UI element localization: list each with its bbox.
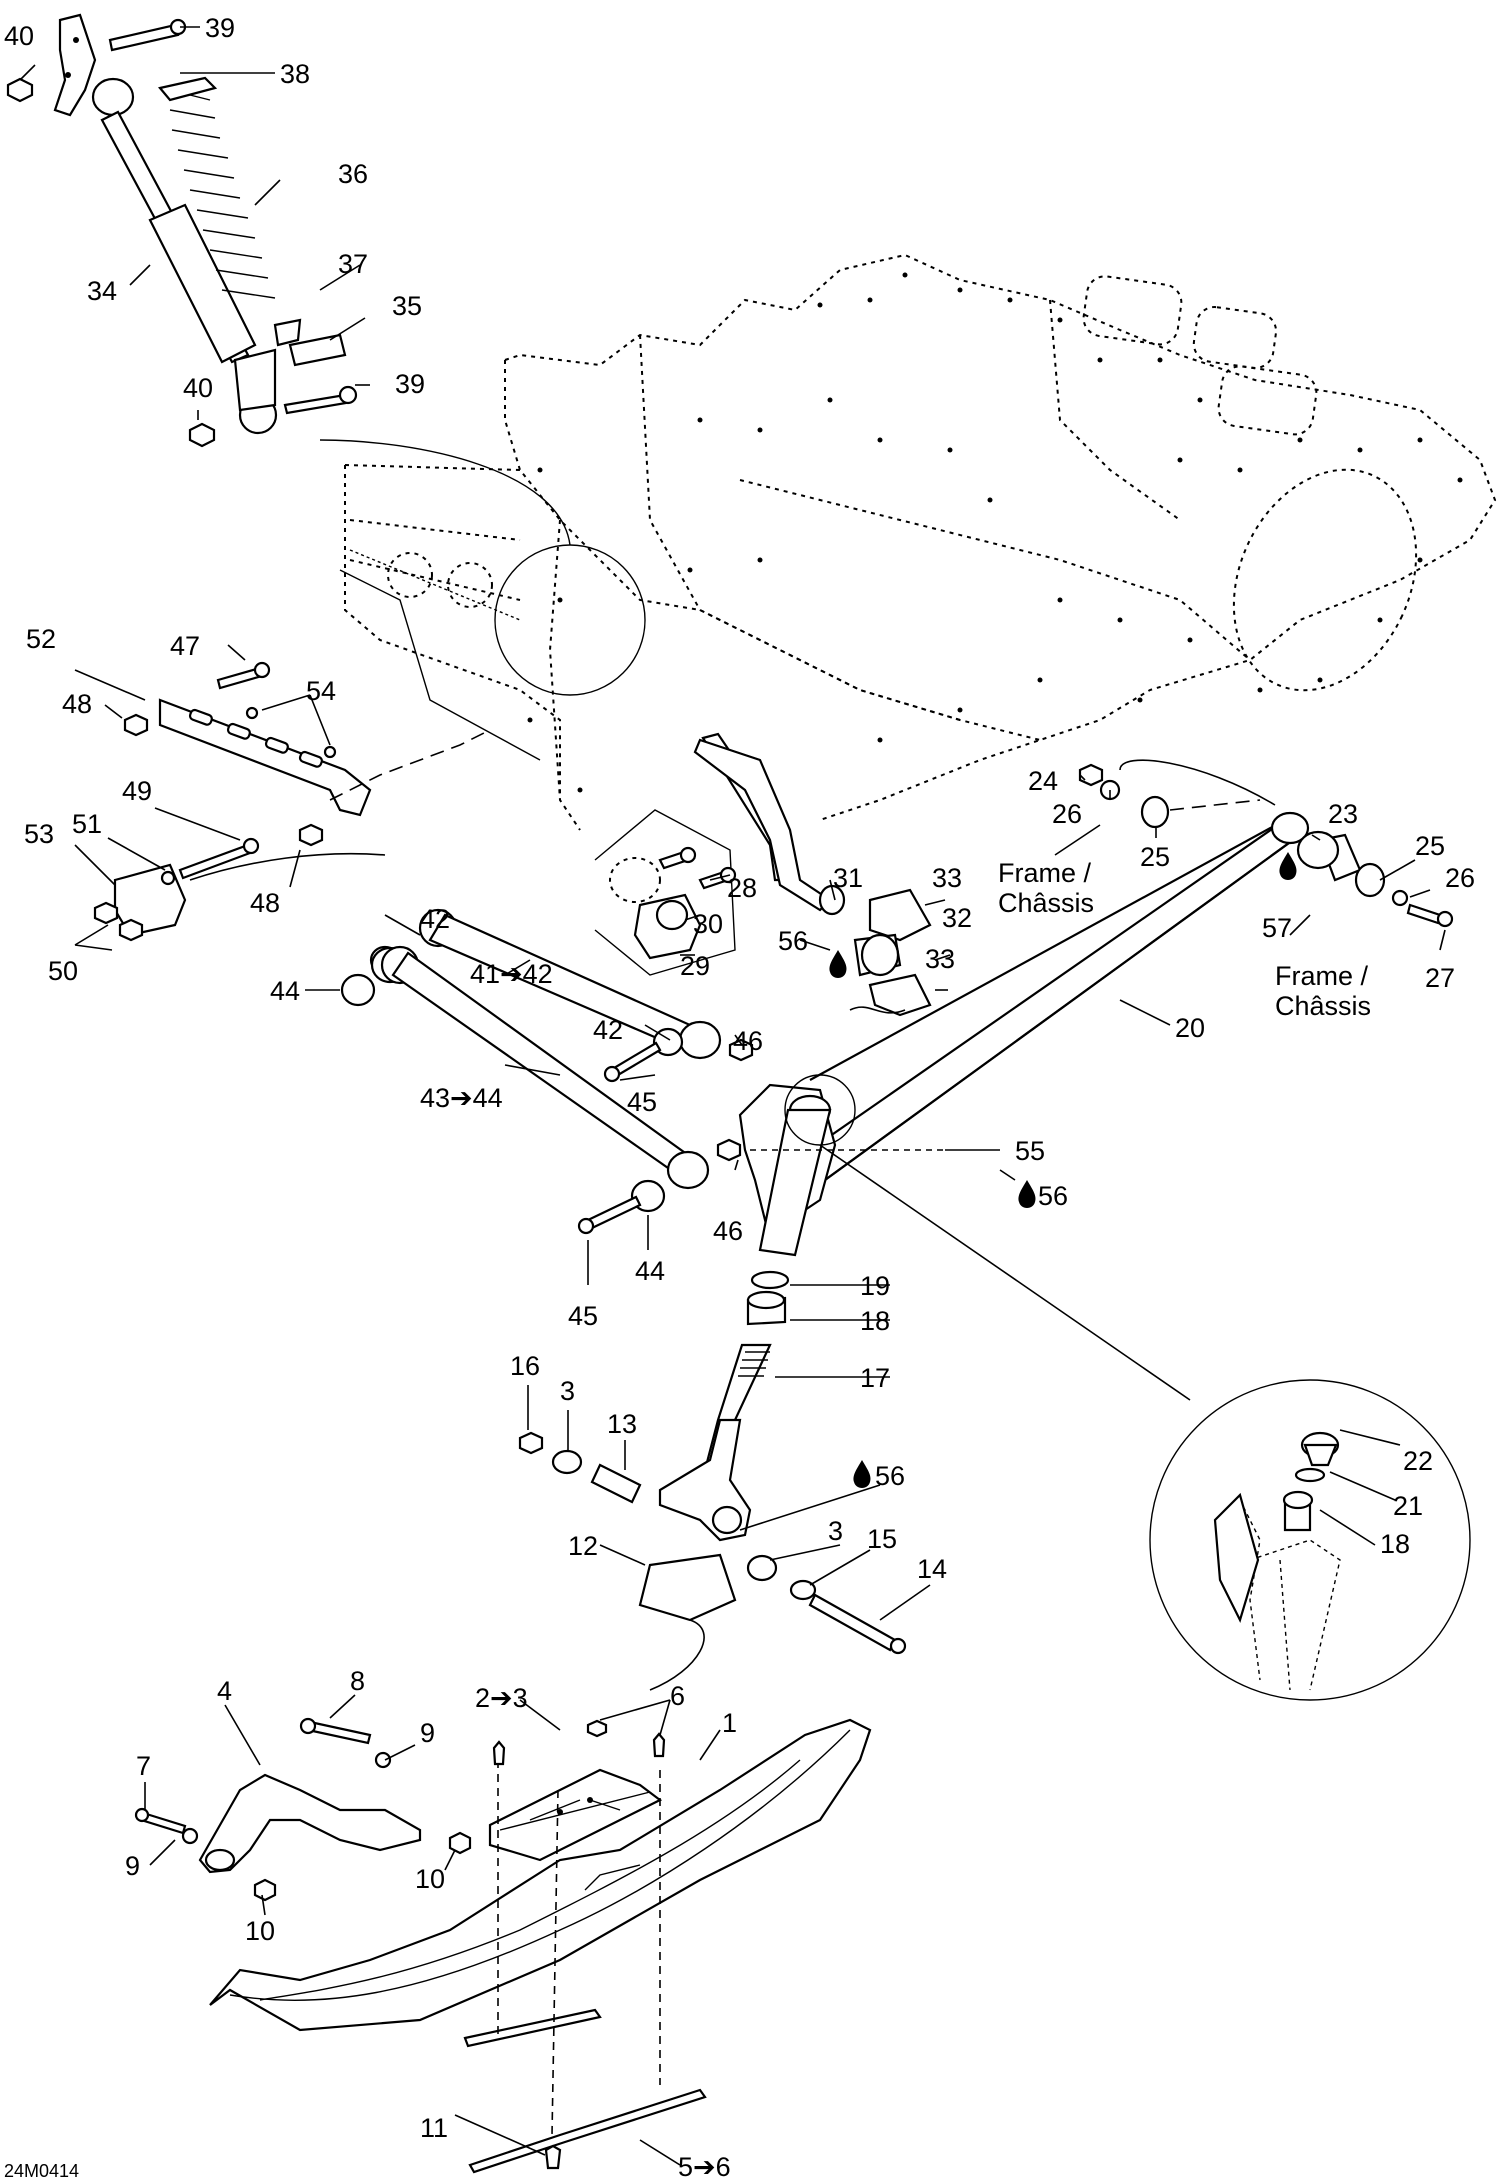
callout-label: 41➔42 — [470, 959, 553, 989]
oil-drop-icon — [1018, 1180, 1036, 1208]
callout-label: 10 — [415, 1864, 445, 1894]
callout-label: 12 — [568, 1531, 598, 1561]
ski-assembly — [134, 1717, 872, 2174]
callout-label: 56 — [875, 1461, 905, 1491]
callout-label: 35 — [392, 291, 422, 321]
callout-label: 43➔44 — [420, 1083, 503, 1113]
callout-label: 9 — [125, 1851, 140, 1881]
frame-label: Châssis — [1275, 991, 1371, 1021]
callout-label: 49 — [122, 776, 152, 806]
callout-label: 23 — [1328, 799, 1358, 829]
oil-drop-icon — [829, 950, 847, 978]
callout-label: 45 — [627, 1087, 657, 1117]
callout-label: 21 — [1393, 1491, 1423, 1521]
callout-label: 26 — [1052, 799, 1082, 829]
callout-label: 56 — [778, 926, 808, 956]
callout-label: 31 — [833, 863, 863, 893]
detail-view — [1149, 1379, 1471, 1701]
callout-label: 50 — [48, 956, 78, 986]
callout-label: 7 — [136, 1751, 151, 1781]
callout-label: 55 — [1015, 1136, 1045, 1166]
callout-label: 15 — [867, 1524, 897, 1554]
shock-absorber-assembly — [6, 13, 358, 448]
spindle-assembly — [518, 1270, 907, 1691]
callout-label: 42 — [420, 904, 450, 934]
callout-label: 40 — [183, 373, 213, 403]
callout-label: 53 — [24, 819, 54, 849]
callout-label: 47 — [170, 631, 200, 661]
callout-label: 16 — [510, 1351, 540, 1381]
oil-drop-icon — [1279, 852, 1297, 880]
callout-label: 29 — [680, 951, 710, 981]
callout-label: 10 — [245, 1916, 275, 1946]
callout-label: 1 — [722, 1708, 737, 1738]
callout-label: 8 — [350, 1666, 365, 1696]
callout-label: 30 — [693, 909, 723, 939]
callout-label: 32 — [942, 903, 972, 933]
diagram-code: 24M0414 — [4, 2161, 79, 2181]
chassis-frame — [319, 253, 1497, 903]
front-bracket-assembly — [93, 661, 491, 942]
callout-label: 18 — [860, 1306, 890, 1336]
callout-label: 52 — [26, 624, 56, 654]
callout-label: 51 — [72, 809, 102, 839]
callout-label: 45 — [568, 1301, 598, 1331]
callout-label: 44 — [635, 1256, 665, 1286]
callout-label: 36 — [338, 159, 368, 189]
callout-label: 56 — [1038, 1181, 1068, 1211]
callout-label: 54 — [306, 676, 336, 706]
callout-label: 28 — [727, 873, 757, 903]
callout-label: 34 — [87, 276, 117, 306]
callout-label: 44 — [270, 976, 300, 1006]
callout-label: 46 — [733, 1026, 763, 1056]
callout-label: 20 — [1175, 1013, 1205, 1043]
frame-label: Frame / — [1275, 961, 1369, 991]
callout-label: 17 — [860, 1363, 890, 1393]
callout-label: 25 — [1415, 831, 1445, 861]
frame-label: Frame / — [998, 858, 1092, 888]
callout-label: 48 — [250, 888, 280, 918]
callout-label: 24 — [1028, 766, 1058, 796]
callout-label: 14 — [917, 1554, 947, 1584]
callout-label: 33 — [932, 863, 962, 893]
callout-label: 11 — [420, 2113, 448, 2143]
callout-label: 33 — [925, 944, 955, 974]
callout-label: 40 — [4, 21, 34, 51]
callout-label: 4 — [217, 1676, 232, 1706]
leader-lines — [19, 26, 1446, 2166]
callout-label: 3 — [828, 1516, 843, 1546]
radius-rods — [340, 908, 754, 1235]
callout-label: 25 — [1140, 842, 1170, 872]
callout-label: 13 — [607, 1409, 637, 1439]
stabilizer-link — [594, 738, 932, 1017]
callout-label: 2➔3 — [475, 1683, 528, 1713]
callout-label: 6 — [670, 1681, 685, 1711]
callout-label: 37 — [338, 249, 368, 279]
callout-label: 42 — [593, 1015, 623, 1045]
callout-label: 5➔6 — [678, 2152, 731, 2182]
callout-label: 48 — [62, 689, 92, 719]
callout-label: 19 — [860, 1271, 890, 1301]
callout-label: 9 — [420, 1718, 435, 1748]
callout-label: 27 — [1425, 963, 1455, 993]
callout-label: 39 — [205, 13, 235, 43]
callout-label: 3 — [560, 1376, 575, 1406]
callout-label: 18 — [1380, 1529, 1410, 1559]
a-arm-assembly — [738, 759, 1454, 1401]
callout-label: 26 — [1445, 863, 1475, 893]
oil-drop-icons — [829, 852, 1297, 1488]
frame-label: Châssis — [998, 888, 1094, 918]
callout-label: 46 — [713, 1216, 743, 1246]
callout-labels: 40 39 38 36 34 37 35 40 39 52 47 48 54 4… — [4, 13, 1475, 2182]
callout-label: 39 — [395, 369, 425, 399]
oil-drop-icon — [853, 1460, 871, 1488]
callout-label: 22 — [1403, 1446, 1433, 1476]
callout-label: 38 — [280, 59, 310, 89]
callout-label: 57 — [1262, 913, 1292, 943]
